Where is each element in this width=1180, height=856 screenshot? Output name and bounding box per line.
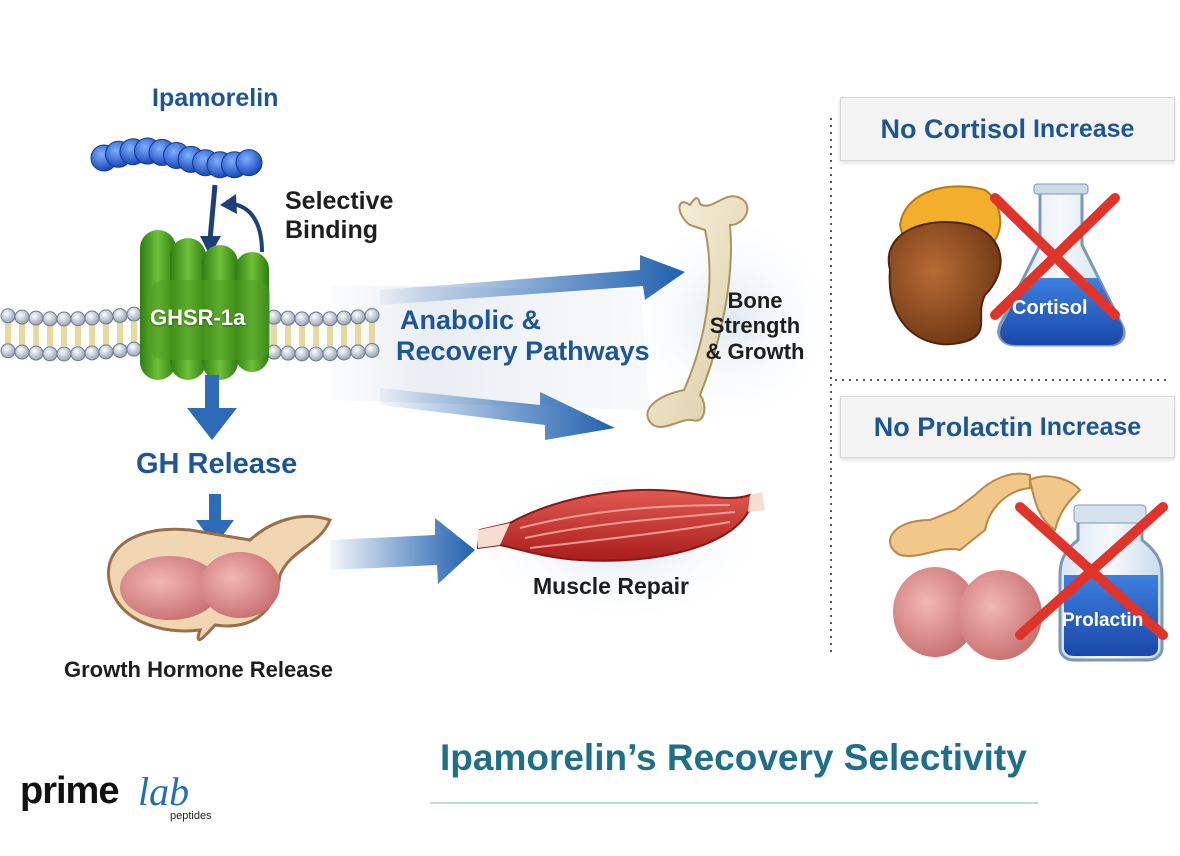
primelab-logo: prime lab peptides xyxy=(20,769,240,830)
bone-glow xyxy=(620,210,840,430)
bone-illustration xyxy=(646,195,749,428)
bone-label: Bone Strength & Growth xyxy=(705,288,805,364)
ipamorelin-peptide-chain xyxy=(90,137,263,179)
logo-prime-text: prime xyxy=(20,770,119,812)
cortisol-cross-icon xyxy=(990,193,1120,320)
main-title: Ipamorelin’s Recovery Selectivity xyxy=(440,737,1027,778)
cortisol-flask-label: Cortisol xyxy=(1012,297,1088,319)
prolactin-panel-title: No Prolactin Increase xyxy=(840,396,1175,458)
selective-binding-label: Selective Binding xyxy=(285,187,394,244)
logo-lab-text: lab xyxy=(138,769,190,814)
ipamorelin-label: Ipamorelin xyxy=(152,84,279,112)
prolactin-flask-label: Prolactin xyxy=(1062,610,1144,631)
ghsr-receptor xyxy=(140,230,270,380)
pituitary-illustration xyxy=(107,515,332,641)
binding-arrow-head xyxy=(200,236,221,256)
cortisol-panel-title: No Cortisol Increase xyxy=(840,97,1175,161)
muscle-repair-label: Muscle Repair xyxy=(533,573,689,599)
pathway-band xyxy=(330,285,650,410)
arrow-to-bone xyxy=(380,255,685,305)
receptor-to-gh-arrow xyxy=(187,375,237,440)
selective-binding-curved-arrow-head xyxy=(220,194,237,214)
muscle-illustration xyxy=(476,488,765,562)
pathways-label: Anabolic & Recovery Pathways xyxy=(396,305,650,367)
receptor-label: GHSR-1a xyxy=(150,305,246,330)
growth-hormone-release-label: Growth Hormone Release xyxy=(64,657,333,682)
adrenal-kidney-illustration xyxy=(887,185,1002,346)
logo-peptides-text: peptides xyxy=(170,810,212,822)
gh-release-label: GH Release xyxy=(136,448,298,480)
selective-binding-curved-arrow xyxy=(231,202,264,253)
prolactin-cross-icon xyxy=(1015,502,1168,640)
arrow-to-muscle-upper xyxy=(380,388,615,440)
binding-arrow xyxy=(207,184,218,241)
pituitary-gland-illustration xyxy=(889,472,1082,660)
arrow-pituitary-to-muscle xyxy=(330,518,475,584)
